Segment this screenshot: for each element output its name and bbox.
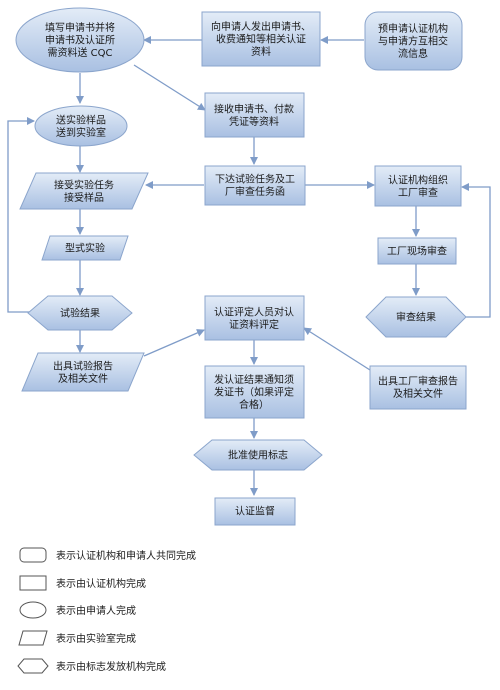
label-audit-report: 出具工厂审查报告及相关文件	[378, 374, 458, 400]
label-line: 证资料评定	[229, 318, 279, 331]
legend-labels: 表示认证机构和申请人共同完成 表示由认证机构完成 表示由申请人完成 表示由实验室…	[56, 549, 196, 673]
label-line: 认证评定人员对认	[214, 305, 294, 318]
node-test-result	[27, 295, 133, 331]
label-line: 接受样品	[64, 191, 104, 204]
legend	[17, 547, 49, 674]
label-line: 审查结果	[396, 311, 436, 324]
legend-label: 表示由认证机构完成	[56, 577, 146, 590]
label-line: 合格）	[239, 398, 269, 411]
label-send-samples: 送实验样品送到实验室	[56, 113, 106, 139]
label-line: 送实验样品	[56, 113, 106, 126]
label-line: 及相关文件	[393, 387, 443, 400]
label-line: 出具工厂审查报告	[378, 374, 458, 387]
legend-rect-icon	[19, 575, 47, 591]
node-send-notice	[201, 11, 321, 67]
label-line: 出具试验报告	[53, 359, 113, 372]
label-supervision: 认证监督	[235, 505, 275, 518]
label-line: 下达试验任务及工	[215, 172, 295, 185]
label-approve-mark: 批准使用标志	[228, 449, 288, 462]
label-line: 收费通知等相关认证	[216, 33, 306, 46]
legend-parallelogram-icon	[18, 630, 48, 646]
label-org-factory-audit: 认证机构组织工厂审查	[388, 173, 448, 199]
node-evaluation	[204, 295, 305, 341]
node-accept-task	[19, 172, 149, 210]
label-line: 需资料送 CQC	[47, 46, 112, 59]
node-supervision	[214, 497, 296, 526]
label-line: 发认证结果通知须	[214, 373, 294, 386]
node-send-samples	[34, 105, 128, 147]
label-line: 流信息	[398, 47, 428, 60]
node-fill-application	[15, 7, 145, 73]
legend-label: 表示由标志发放机构完成	[56, 660, 166, 673]
label-line: 申请书及认证所	[45, 34, 115, 47]
label-evaluation: 认证评定人员对认证资料评定	[214, 305, 294, 331]
label-line: 认证机构组织	[388, 173, 448, 186]
legend-label: 表示由实验室完成	[56, 632, 136, 645]
legend-rounded-rect-icon	[19, 547, 47, 563]
node-type-test	[41, 235, 129, 261]
label-line: 认证监督	[235, 505, 275, 518]
label-test-result: 试验结果	[60, 307, 100, 320]
label-line: 与申请方互相交	[378, 35, 448, 48]
label-send-notice: 向申请人发出申请书、收费通知等相关认证资料	[211, 20, 311, 58]
node-org-factory-audit	[374, 165, 462, 207]
label-line: 接收申请书、付款	[214, 102, 294, 115]
connectors	[7, 36, 491, 496]
arrow-report-to-eval	[143, 329, 205, 357]
arrow-result-loop-to-samples	[7, 117, 35, 313]
node-audit-report	[369, 365, 467, 410]
label-line: 资料	[251, 45, 271, 58]
label-line: 预申请认证机构	[378, 22, 448, 35]
label-test-report: 出具试验报告及相关文件	[53, 359, 113, 385]
label-line: 向申请人发出申请书、	[211, 20, 311, 33]
label-line: 工厂现场审查	[387, 245, 447, 258]
legend-hexagon-icon	[17, 658, 49, 674]
label-factory-onsite-audit: 工厂现场审查	[387, 245, 447, 258]
node-factory-onsite-audit	[377, 237, 457, 265]
label-audit-result: 审查结果	[396, 311, 436, 324]
label-line: 试验结果	[60, 307, 100, 320]
label-line: 填写申请书并将	[45, 21, 115, 34]
node-audit-result	[365, 296, 467, 338]
label-line: 送到实验室	[56, 126, 106, 139]
label-line: 批准使用标志	[228, 449, 288, 462]
label-line: 接受实验任务	[54, 178, 114, 191]
label-line: 工厂审查	[398, 186, 438, 199]
label-notify-result: 发认证结果通知须发证书（如果评定合格）	[214, 373, 294, 411]
label-type-test: 型式实验	[65, 242, 105, 255]
label-pre-application: 预申请认证机构与申请方互相交流信息	[378, 22, 448, 60]
nodes	[15, 7, 467, 526]
node-pre-application	[364, 11, 463, 71]
legend-label: 表示由申请人完成	[56, 604, 136, 617]
label-line: 型式实验	[65, 242, 105, 255]
label-line: 凭证等资料	[229, 115, 279, 128]
node-labels: 填写申请书并将申请书及认证所需资料送 CQC 向申请人发出申请书、收费通知等相关…	[45, 20, 458, 518]
arrow-audit-loop-to-org	[461, 183, 491, 318]
label-accept-task: 接受实验任务接受样品	[54, 178, 114, 204]
node-issue-tasks	[204, 165, 306, 206]
node-notify-result	[204, 365, 305, 419]
arrow-auditreport-to-eval	[303, 327, 371, 371]
node-receive-application	[204, 92, 305, 138]
label-line: 发证书（如果评定	[214, 386, 294, 399]
label-issue-tasks: 下达试验任务及工厂审查任务函	[215, 172, 295, 198]
arrow-applicant-to-receive	[133, 64, 206, 111]
legend-label: 表示认证机构和申请人共同完成	[56, 549, 196, 562]
label-line: 及相关文件	[58, 372, 108, 385]
node-approve-mark	[193, 439, 323, 471]
node-test-report	[21, 352, 145, 392]
label-receive-application: 接收申请书、付款凭证等资料	[214, 102, 294, 128]
legend-ellipse-icon	[19, 601, 47, 619]
label-line: 厂审查任务函	[225, 185, 285, 198]
label-fill-application: 填写申请书并将申请书及认证所需资料送 CQC	[45, 21, 115, 59]
